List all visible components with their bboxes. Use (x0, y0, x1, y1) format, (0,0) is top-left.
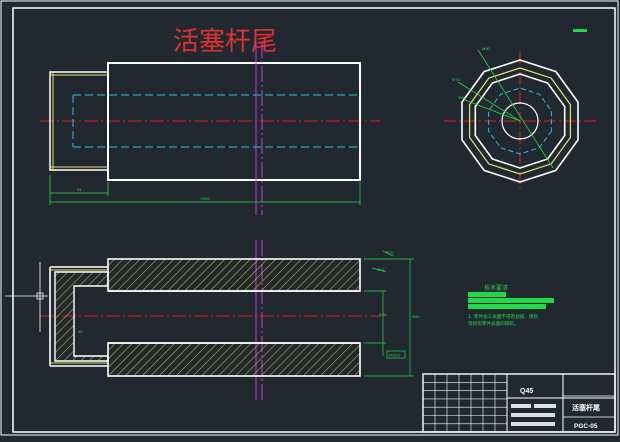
dim-box-label: M30X2 (389, 354, 400, 358)
notes-line-1: 1. 零件加工表面不得有划痕、擦伤 (468, 313, 539, 320)
title-block: Q45 活塞杆尾 PGC-05 (422, 373, 616, 433)
end-tag-top: M80 (482, 46, 491, 51)
dim-total-len: 2090 (201, 196, 211, 201)
notes-bar-3 (468, 304, 546, 309)
end-view: M80 Φ72 Φ60 (444, 46, 596, 190)
end-thread-decagon (469, 67, 572, 175)
title-block-grid (423, 374, 507, 432)
top-view: 94 2090 (40, 62, 380, 205)
dim-dia-c: Φ70 (386, 250, 394, 255)
title-block-frame (422, 373, 616, 433)
end-outer-decagon (461, 59, 579, 183)
section-view: 30 Φ80 Φ54 M30X2 Φ70 Φ64 (5, 250, 420, 377)
dim-box (386, 350, 406, 359)
drawing-title: 活塞杆尾 (173, 27, 277, 57)
notes-line-2: 等损伤零件表面的缺陷。 (468, 320, 519, 327)
section-small-note: 30 (78, 329, 83, 334)
section-lower-wall (107, 342, 361, 377)
section-small-end (49, 266, 108, 367)
title-drawing-no: PGC-05 (574, 423, 598, 430)
notes-bar-1 (468, 292, 506, 297)
end-tag-left-b: Φ60 (458, 95, 466, 100)
end-bore-circle (501, 102, 539, 140)
dim-dia-b: Φ64 (377, 267, 385, 272)
section-end-wall (54, 271, 109, 362)
cad-pick-box[interactable] (36, 292, 44, 300)
section-upper-wall (107, 258, 361, 292)
end-inner-decagon (474, 73, 566, 169)
notes-bar-2 (468, 298, 554, 303)
corner-tag (573, 29, 587, 32)
drawing-frame (12, 7, 616, 433)
end-tag-left-a: Φ72 (452, 77, 460, 82)
end-leader-3 (464, 99, 521, 122)
title-part-name: 活塞杆尾 (572, 403, 600, 412)
dim-dia-a: Φ54 (379, 312, 387, 317)
notes-heading: 技术要求 (484, 284, 508, 292)
dim-small-len: 94 (77, 187, 82, 192)
title-material: Q45 (520, 388, 533, 395)
end-leader-2 (457, 81, 521, 122)
technical-notes: 技术要求 1. 零件加工表面不得有划痕、擦伤 等损伤零件表面的缺陷。 (468, 284, 554, 327)
end-hidden-decagon (488, 87, 552, 155)
top-hidden-bore (72, 94, 360, 148)
dim-dia-d: Φ80 (412, 314, 420, 319)
top-main-body (107, 62, 361, 181)
end-leader-1 (477, 49, 554, 169)
